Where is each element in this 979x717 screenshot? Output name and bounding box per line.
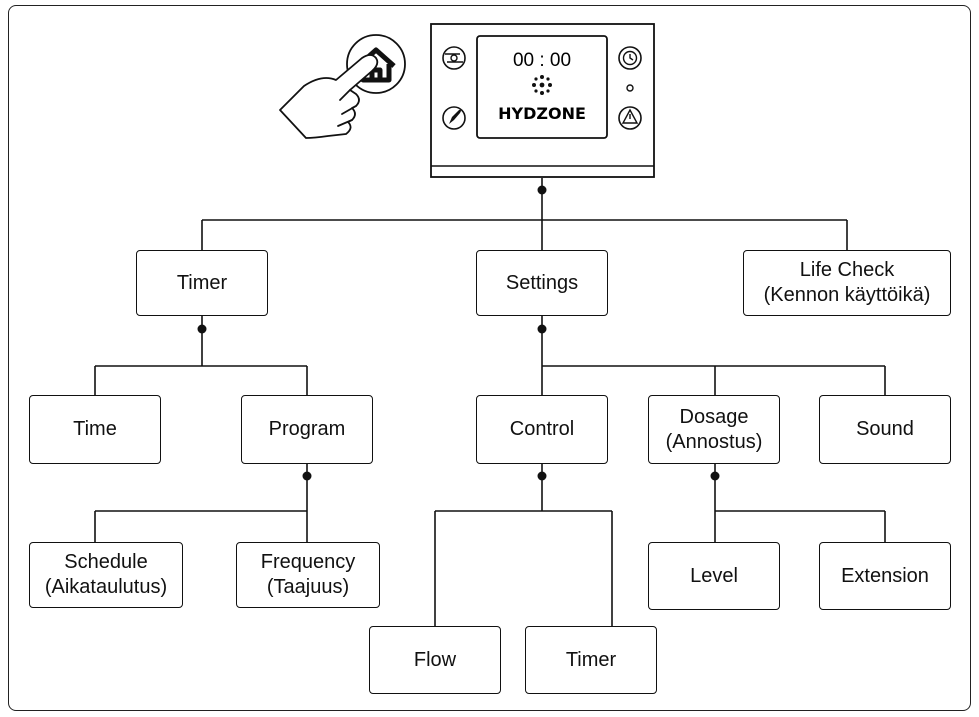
timer-label: Timer — [176, 271, 228, 294]
schedule-node[interactable]: Schedule (Aikataulutus) — [29, 542, 183, 608]
dosage-node[interactable]: Dosage (Annostus) — [648, 395, 780, 464]
pointing-hand-icon — [279, 54, 379, 139]
diagram-frame — [8, 5, 971, 711]
clock-icon[interactable] — [618, 46, 642, 70]
time-label: Time — [73, 418, 117, 440]
hydzone-device: 00 : 00 HYDZONE — [430, 23, 655, 178]
brand-logo-text: HYDZONE — [498, 104, 586, 123]
program-label: Program — [268, 418, 346, 440]
sound-label: Sound — [856, 418, 914, 440]
control-label: Control — [509, 418, 575, 440]
flow-node[interactable]: Flow — [369, 626, 501, 694]
program-node[interactable]: Program — [241, 395, 373, 464]
rocket-icon[interactable] — [442, 106, 466, 130]
snowflake-icon — [532, 75, 552, 95]
status-dot-icon — [626, 84, 634, 92]
dosage-label: Dosage — [679, 405, 749, 428]
junction-dot — [537, 324, 547, 334]
timer-node[interactable]: Timer — [136, 250, 268, 316]
sound-node[interactable]: Sound — [819, 395, 951, 464]
control-node[interactable]: Control — [476, 395, 608, 464]
extension-node[interactable]: Extension — [819, 542, 951, 610]
extension-label: Extension — [841, 564, 929, 587]
frequency-sublabel: (Taajuus) — [266, 576, 350, 598]
life-check-label: Life Check — [799, 259, 895, 281]
time-node[interactable]: Time — [29, 395, 161, 464]
control-timer-label: Timer — [565, 648, 617, 671]
life-check-sublabel: (Kennon käyttöikä) — [763, 284, 931, 306]
junction-dot — [197, 324, 207, 334]
time-display: 00 : 00 — [513, 50, 571, 71]
flow-label: Flow — [413, 648, 457, 671]
frequency-label: Frequency — [260, 551, 356, 573]
junction-dot — [302, 471, 312, 481]
dosage-sublabel: (Annostus) — [665, 430, 763, 453]
life-check-node[interactable]: Life Check (Kennon käyttöikä) — [743, 250, 951, 316]
frequency-node[interactable]: Frequency (Taajuus) — [236, 542, 380, 608]
fan-icon[interactable] — [442, 46, 466, 70]
settings-label: Settings — [505, 271, 579, 294]
level-label: Level — [690, 564, 738, 587]
warning-icon[interactable] — [618, 106, 642, 130]
junction-dot — [537, 185, 547, 195]
junction-dot — [710, 471, 720, 481]
junction-dot — [537, 471, 547, 481]
schedule-sublabel: (Aikataulutus) — [44, 576, 168, 598]
control-timer-node[interactable]: Timer — [525, 626, 657, 694]
level-node[interactable]: Level — [648, 542, 780, 610]
schedule-label: Schedule — [64, 551, 148, 573]
settings-node[interactable]: Settings — [476, 250, 608, 316]
hand-press-home — [279, 34, 406, 139]
